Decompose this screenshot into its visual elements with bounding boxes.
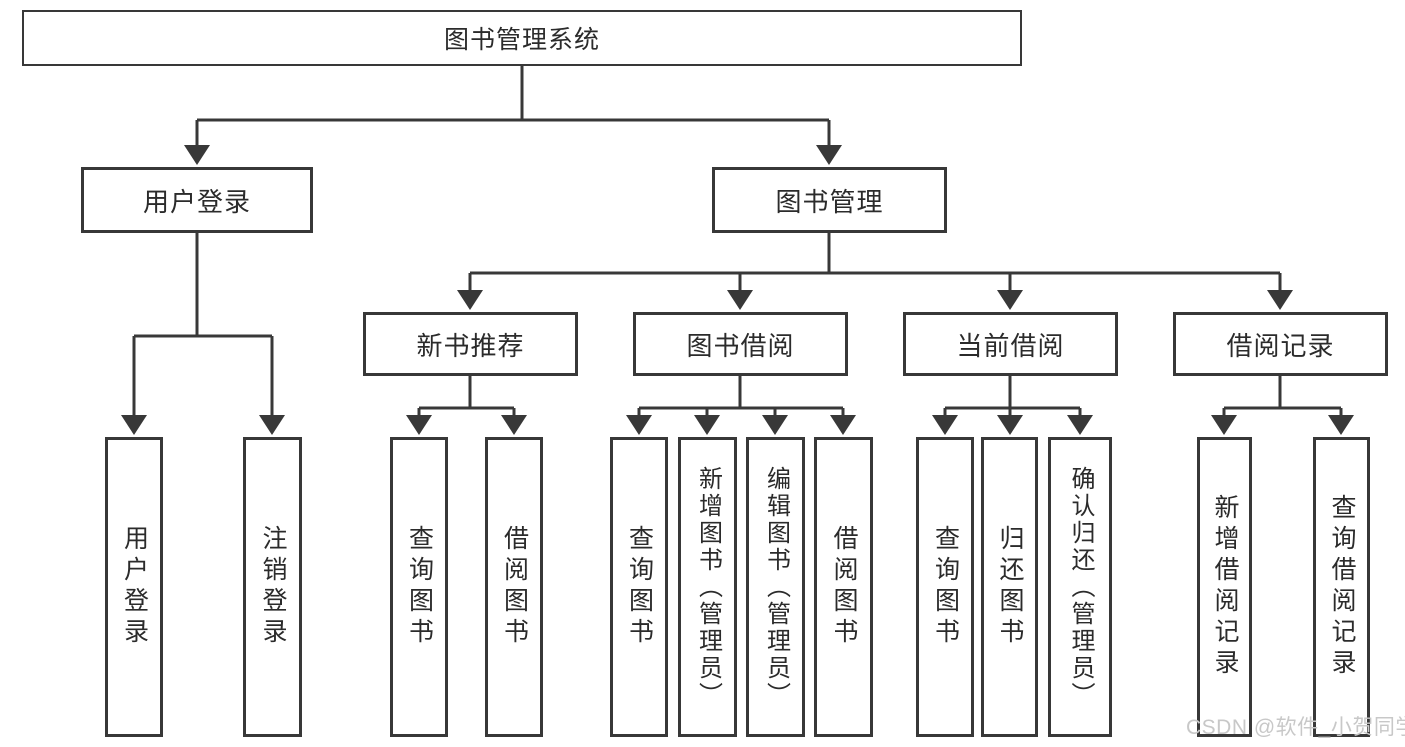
leaf-logout: 注销登录 bbox=[243, 437, 302, 737]
leaf-current-return-books: 归还图书 bbox=[981, 437, 1038, 737]
leaf-label: 查询图书 bbox=[625, 525, 654, 649]
connector-currentborrow-to-leaves bbox=[932, 376, 1093, 435]
node-new-book-recommend: 新书推荐 bbox=[363, 312, 578, 376]
leaf-label: 新增图书（管理员） bbox=[694, 465, 722, 709]
connector-newbook-to-leaves bbox=[406, 376, 527, 435]
leaf-current-query-books: 查询图书 bbox=[916, 437, 974, 737]
leaf-label: 查询图书 bbox=[931, 525, 960, 649]
connector-line bbox=[639, 376, 843, 410]
leaf-label: 新增借阅记录 bbox=[1211, 494, 1239, 680]
node-label: 借阅记录 bbox=[1226, 330, 1335, 361]
connector-line bbox=[134, 233, 272, 338]
leaf-records-query-record: 查询借阅记录 bbox=[1313, 437, 1370, 737]
node-label: 图书借阅 bbox=[686, 330, 795, 361]
connector-line bbox=[470, 233, 1280, 275]
leaf-label: 借阅图书 bbox=[500, 525, 529, 649]
leaf-borrow-query-books: 查询图书 bbox=[610, 437, 668, 737]
leaf-current-confirm-return-admin: 确认归还（管理员） bbox=[1048, 437, 1112, 737]
node-book-management: 图书管理 bbox=[712, 167, 947, 233]
leaf-label: 查询图书 bbox=[405, 525, 434, 649]
connector-bookborrow-to-leaves bbox=[626, 376, 856, 435]
connector-root-to-level2 bbox=[184, 66, 842, 165]
node-borrow-records: 借阅记录 bbox=[1173, 312, 1388, 376]
node-label: 当前借阅 bbox=[956, 330, 1065, 361]
leaf-records-add-record: 新增借阅记录 bbox=[1197, 437, 1252, 737]
leaf-label: 归还图书 bbox=[996, 525, 1024, 649]
node-current-borrow: 当前借阅 bbox=[903, 312, 1118, 376]
leaf-label: 注销登录 bbox=[259, 525, 287, 649]
node-book-borrow: 图书借阅 bbox=[633, 312, 848, 376]
leaf-label: 借阅图书 bbox=[830, 525, 858, 649]
leaf-label: 用户登录 bbox=[120, 525, 149, 649]
leaf-newbook-borrow-books: 借阅图书 bbox=[485, 437, 543, 737]
leaf-label: 确认归还（管理员） bbox=[1067, 465, 1094, 709]
connector-line bbox=[197, 66, 829, 122]
connector-records-to-leaves bbox=[1211, 376, 1354, 435]
node-label: 图书管理系统 bbox=[443, 26, 600, 54]
csdn-watermark: CSDN @软件_小贺同学 bbox=[1186, 716, 1405, 739]
leaf-borrow-add-books-admin: 新增图书（管理员） bbox=[678, 437, 737, 737]
node-label: 新书推荐 bbox=[416, 330, 525, 361]
node-label: 图书管理 bbox=[775, 186, 884, 217]
leaf-user-login: 用户登录 bbox=[105, 437, 163, 737]
node-label: 用户登录 bbox=[142, 186, 251, 217]
leaf-label: 查询借阅记录 bbox=[1328, 494, 1356, 680]
node-root-book-management-system: 图书管理系统 bbox=[22, 10, 1022, 66]
connector-line bbox=[1224, 376, 1341, 410]
node-user-login: 用户登录 bbox=[81, 167, 313, 233]
leaf-borrow-borrow-books: 借阅图书 bbox=[814, 437, 873, 737]
leaf-label: 编辑图书（管理员） bbox=[762, 465, 790, 709]
connector-line bbox=[419, 376, 514, 410]
connector-line bbox=[945, 376, 1080, 410]
leaf-newbook-query-books: 查询图书 bbox=[390, 437, 448, 737]
leaf-borrow-edit-books-admin: 编辑图书（管理员） bbox=[746, 437, 805, 737]
connector-bookmgmt-to-level3 bbox=[457, 233, 1293, 310]
connector-userlogin-to-leaves bbox=[121, 233, 285, 435]
